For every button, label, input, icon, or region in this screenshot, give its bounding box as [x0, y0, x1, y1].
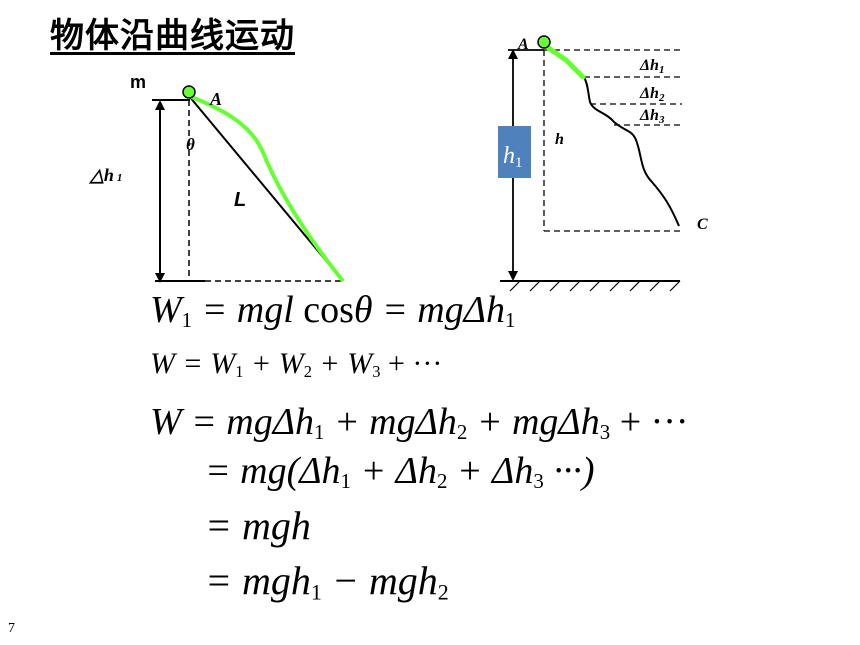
page-number: 7	[8, 621, 15, 636]
h1-box-label: h1	[503, 143, 523, 171]
mass-label: m	[130, 72, 146, 92]
length-L-label: L	[234, 189, 246, 211]
curved-path-green	[188, 94, 345, 283]
dh1-label: Δh1	[639, 57, 664, 76]
angle-theta-label: θ	[186, 135, 195, 154]
equation-1: W1 = mgl cosθ = mgΔh1	[150, 289, 516, 333]
ground-hatching	[509, 280, 681, 292]
curve-segment-green	[541, 42, 586, 80]
curve-diagram: A C h Δh1 Δh2 Δh3 h1	[498, 35, 708, 292]
ball-A	[182, 85, 196, 99]
equation-6: = mgh1 − mgh2	[205, 558, 449, 605]
equation-2: W = W1 + W2 + W3 + ···	[150, 347, 443, 382]
dh3-label: Δh3	[639, 107, 665, 126]
h-label: h	[555, 131, 564, 148]
point-A-label: A	[209, 89, 222, 109]
equation-3: W = mgΔh1 + mgΔh2 + mgΔh3 + ···	[150, 401, 689, 445]
dh2-label: Δh2	[639, 85, 665, 104]
equation-4: = mg(Δh1 + Δh2 + Δh3 ···)	[205, 450, 595, 494]
equation-5: = mgh	[205, 503, 311, 548]
slide-title: 物体沿曲线运动	[50, 16, 295, 56]
point-C-label: C	[697, 216, 708, 233]
curve-AC	[543, 44, 680, 227]
point-A-right-label: A	[517, 36, 529, 53]
ball-A-right	[537, 35, 551, 49]
h1-box	[498, 126, 531, 178]
